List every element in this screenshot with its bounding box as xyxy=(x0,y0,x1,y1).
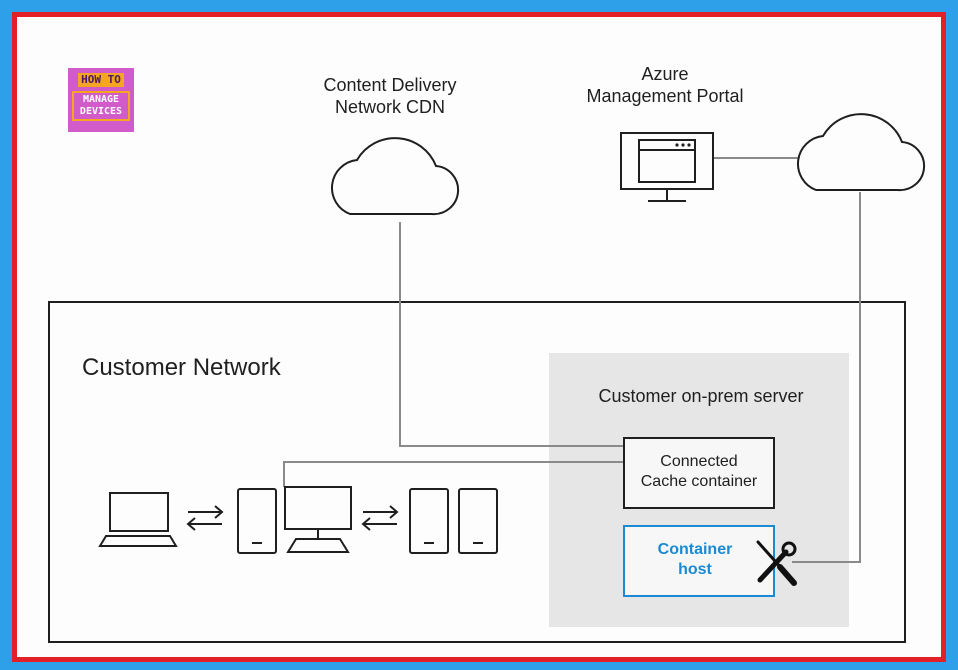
server-tower-icon xyxy=(409,488,449,554)
container-host-box xyxy=(623,525,775,597)
container-host-label: Container host xyxy=(657,541,733,578)
desktop-icon xyxy=(284,486,352,553)
server-tower-icon xyxy=(237,488,277,554)
logo-line-2: MANAGE DEVICES xyxy=(72,91,130,121)
cdn-to-cache-line xyxy=(399,222,624,447)
customer-network-label: Customer Network xyxy=(82,354,281,381)
laptop-icon xyxy=(98,492,178,547)
tools-icon xyxy=(756,540,797,586)
connected-cache-label: Connected Cache container xyxy=(640,453,758,490)
customer-network-box xyxy=(48,301,906,643)
cloud-to-host-line xyxy=(792,192,861,563)
connected-cache-box xyxy=(623,437,775,509)
azure-portal-label: Azure Management Portal xyxy=(586,64,744,106)
logo: HOW TO MANAGE DEVICES xyxy=(68,68,134,132)
monitor-icon xyxy=(620,132,714,202)
bidirectional-arrows-icon xyxy=(361,505,399,531)
onprem-server-label: Customer on-prem server xyxy=(598,386,804,406)
logo-line-1: HOW TO xyxy=(78,73,124,87)
cloud-icon xyxy=(797,113,926,192)
desktop-to-cache-line xyxy=(283,461,624,487)
cloud-icon xyxy=(331,137,460,216)
server-tower-icon xyxy=(458,488,498,554)
bidirectional-arrows-icon xyxy=(186,505,224,531)
connector-lines xyxy=(283,157,861,563)
cdn-label: Content Delivery Network CDN xyxy=(323,75,457,117)
